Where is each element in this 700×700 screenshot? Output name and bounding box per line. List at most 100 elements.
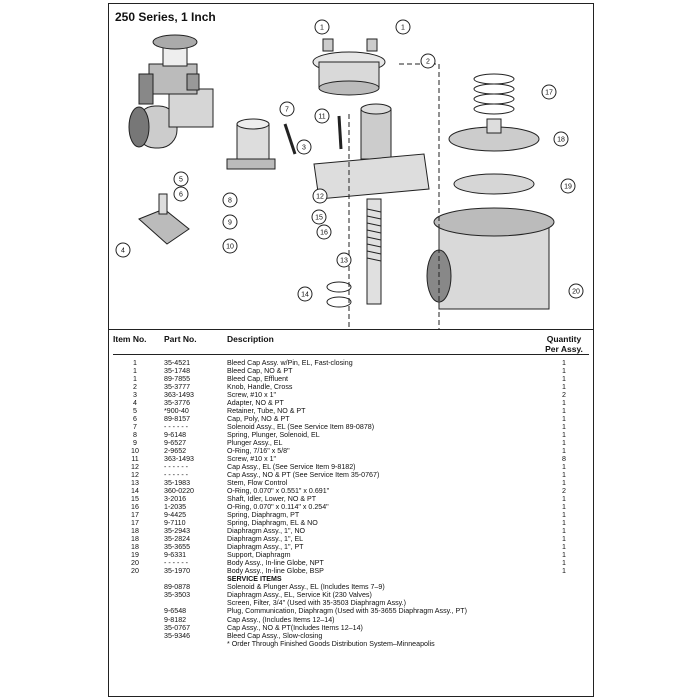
table-cell-part: 35-0767 xyxy=(164,623,191,632)
callout-label: 11 xyxy=(318,114,325,121)
table-cell-qty: 1 xyxy=(562,383,566,392)
table-cell-desc: Cap, Poly, NO & PT xyxy=(227,415,290,424)
quantity-box xyxy=(557,399,569,406)
header-quantity-line1: Quantity xyxy=(546,334,582,344)
table-cell-qty: 1 xyxy=(562,519,566,528)
table-cell-part: 35-9346 xyxy=(164,631,191,640)
knob-drawing xyxy=(312,51,386,96)
table-cell-desc: Spring, Diaphragm, PT xyxy=(227,511,300,520)
table-cell-part: 89-0878 xyxy=(164,583,191,592)
table-cell-part: - - - - - - xyxy=(164,423,189,432)
table-cell-part: 1-2035 xyxy=(164,503,187,512)
table-cell-desc: Diaphragm Assy., 1", NO xyxy=(227,527,306,536)
header-item-no: Item No. xyxy=(113,334,147,344)
table-cell-part: - - - - - - xyxy=(164,471,189,480)
table-cell-item: 11 xyxy=(131,455,139,464)
table-cell-item: 12 xyxy=(131,471,139,480)
support-drawing xyxy=(453,173,535,195)
table-cell-item xyxy=(113,591,157,599)
table-cell-desc: O-Ring, 0.070" x 0.114" x 0.254" xyxy=(227,503,329,512)
table-cell-item: 10 xyxy=(131,447,139,456)
table-cell-desc: Knob, Handle, Cross xyxy=(227,383,293,392)
table-cell-qty: 1 xyxy=(562,375,566,384)
table-cell-part: 9-4425 xyxy=(164,511,187,520)
table-cell-part: 2-9652 xyxy=(164,447,187,456)
table-cell-item: 18 xyxy=(131,527,139,536)
callout-label: 3 xyxy=(302,145,306,152)
table-cell-desc: * Order Through Finished Goods Distribut… xyxy=(227,639,435,648)
callout-3 xyxy=(296,139,312,155)
table-cell-desc: Cap Assy., NO & PT (See Service Item 35-… xyxy=(227,471,380,480)
callout-11 xyxy=(314,108,330,124)
callout-4 xyxy=(115,242,131,258)
table-cell-qty: 1 xyxy=(562,511,566,520)
table-cell-part: 35-1748 xyxy=(164,367,191,376)
header-quantity: Quantity Per Assy. xyxy=(539,334,589,354)
quantity-box xyxy=(557,527,569,534)
table-cell-part xyxy=(164,575,224,583)
table-cell-qty xyxy=(539,583,589,591)
table-cell-desc: Diaphragm Assy., 1", PT xyxy=(227,543,304,552)
callout-label: 1 xyxy=(401,25,405,32)
table-cell-desc: Body Assy., In-line Globe, BSP xyxy=(227,567,324,576)
table-cell-desc: Diaphragm Assy., EL, Service Kit (230 Va… xyxy=(227,591,372,600)
table-cell-item xyxy=(113,632,157,640)
table-cell-qty: 1 xyxy=(562,407,566,416)
table-cell-desc: Bleed Cap Assy., Slow-closing xyxy=(227,631,323,640)
diaphragm-drawing xyxy=(448,118,540,152)
assembled-valve-drawing xyxy=(128,34,214,149)
table-cell-qty: 1 xyxy=(562,503,566,512)
callout-1b xyxy=(395,19,411,35)
quantity-box xyxy=(557,543,569,550)
table-cell-desc: Shaft, Idler, Lower, NO & PT xyxy=(227,495,317,504)
table-cell-desc: Retainer, Tube, NO & PT xyxy=(227,407,306,416)
callout-17 xyxy=(541,84,557,100)
table-cell-item: 1 xyxy=(133,367,137,376)
table-cell-part xyxy=(164,599,224,607)
table-cell-item: 16 xyxy=(131,503,139,512)
table-cell-qty: 1 xyxy=(562,535,566,544)
table-cell-desc: Screw, #10 x 1" xyxy=(227,455,277,464)
table-cell-item: 6 xyxy=(133,415,137,424)
callout-label: 17 xyxy=(545,90,553,97)
callout-label: 6 xyxy=(179,192,183,199)
table-cell-qty xyxy=(539,599,589,607)
quantity-box xyxy=(557,519,569,526)
table-cell-part: 9-6527 xyxy=(164,439,187,448)
table-cell-item xyxy=(113,575,157,583)
callout-label: 18 xyxy=(557,137,565,144)
callout-label: 19 xyxy=(564,184,572,191)
table-cell-item: 13 xyxy=(131,479,139,488)
table-cell-qty: 1 xyxy=(562,479,566,488)
callout-label: 5 xyxy=(179,177,183,184)
table-cell-desc: Support, Diaphragm xyxy=(227,551,291,560)
quantity-box xyxy=(557,560,569,567)
callout-2 xyxy=(420,53,436,69)
table-cell-part xyxy=(164,640,224,648)
table-cell-qty xyxy=(539,624,589,632)
table-cell-qty: 1 xyxy=(562,431,566,440)
table-cell-qty: 1 xyxy=(562,567,566,576)
quantity-box xyxy=(557,407,569,414)
callout-1a xyxy=(314,19,330,35)
table-cell-item: 18 xyxy=(131,543,139,552)
table-cell-item: 17 xyxy=(131,511,139,520)
quantity-box xyxy=(557,431,569,438)
callout-label: 10 xyxy=(226,244,234,251)
table-cell-part: - - - - - - xyxy=(164,463,189,472)
table-cell-desc: O-Ring, 7/16" x 5/8" xyxy=(227,447,290,456)
table-cell-qty: 1 xyxy=(562,399,566,408)
table-cell-qty: 1 xyxy=(562,463,566,472)
table-cell-qty xyxy=(539,616,589,624)
table-cell-desc: Screw, #10 x 1" xyxy=(227,391,277,400)
quantity-box xyxy=(557,503,569,510)
callout-label: 14 xyxy=(301,292,309,299)
callout-label: 1 xyxy=(320,25,324,32)
quantity-box xyxy=(557,423,569,430)
quantity-box xyxy=(557,487,569,494)
table-cell-item: 1 xyxy=(133,375,137,384)
diaphragm-spring-drawing xyxy=(473,73,515,115)
table-cell-qty xyxy=(539,591,589,599)
callout-label: 2 xyxy=(426,59,430,66)
